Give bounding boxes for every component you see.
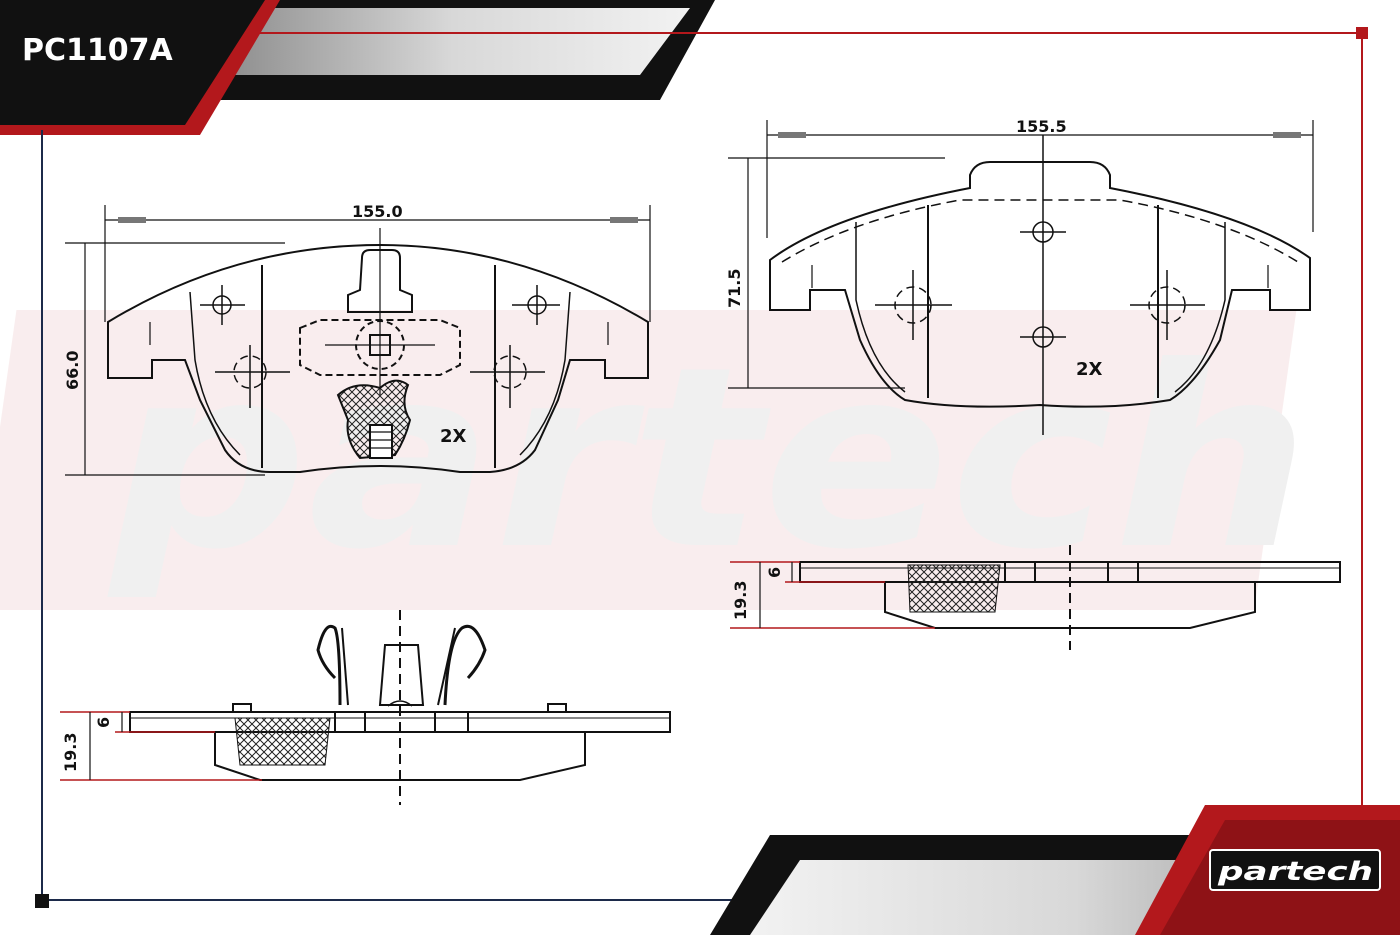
right-pad-side-view	[730, 545, 1341, 650]
left-pad-side-view	[60, 610, 671, 805]
partech-logo: partech	[1217, 857, 1373, 887]
left-side-plate-thickness-label: 6	[94, 717, 113, 728]
header-banner	[0, 0, 715, 135]
left-pad-height-label: 66.0	[63, 351, 82, 390]
watermark-background	[0, 310, 1297, 610]
right-pad-quantity-label: 2X	[1076, 359, 1103, 380]
left-pad-front-view	[65, 205, 651, 476]
right-side-plate-thickness-label: 6	[765, 567, 784, 578]
left-pad-quantity-label: 2X	[440, 426, 467, 447]
right-side-total-thickness-label: 19.3	[731, 581, 750, 620]
left-side-total-thickness-label: 19.3	[61, 733, 80, 772]
right-pad-height-label: 71.5	[725, 269, 744, 308]
left-pad-width-label: 155.0	[352, 202, 403, 221]
right-pad-front-view	[728, 120, 1314, 435]
frame-lines	[35, 27, 1368, 908]
footer-banner	[710, 805, 1400, 935]
part-code: PC1107A	[22, 33, 174, 68]
watermark-text: partech	[107, 313, 1310, 604]
right-pad-width-label: 155.5	[1016, 117, 1067, 136]
